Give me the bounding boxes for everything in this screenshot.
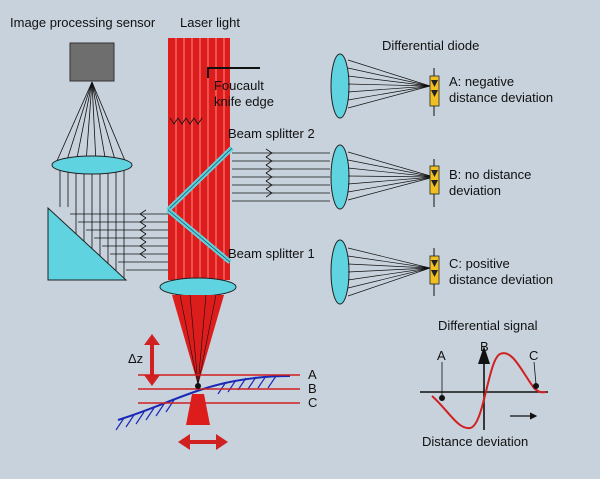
delta-z-arrow bbox=[144, 334, 160, 386]
label-signal-axis: Distance deviation bbox=[422, 434, 528, 449]
sensor-lens bbox=[51, 155, 133, 175]
delta-z-label: Δz bbox=[128, 351, 143, 366]
focus-lines bbox=[138, 374, 300, 404]
diode-lens-a bbox=[330, 53, 350, 119]
deflection-prism bbox=[47, 206, 128, 281]
sensor-ray-fan bbox=[55, 81, 127, 164]
label-diode-b-2: deviation bbox=[449, 183, 501, 198]
signal-point-a bbox=[439, 395, 445, 401]
label-diode-c-2: distance deviation bbox=[449, 272, 553, 287]
lateral-motion-arrow bbox=[178, 434, 228, 450]
diode-lens-c bbox=[330, 239, 350, 305]
prism-horizontal-rays bbox=[70, 213, 168, 271]
splitter-ray-arrows bbox=[265, 148, 273, 198]
label-signal-a: A bbox=[437, 348, 446, 363]
beam-splitter-2-edge bbox=[167, 147, 233, 211]
label-diode-title: Differential diode bbox=[382, 38, 479, 53]
focus-label-a: A bbox=[308, 367, 317, 382]
diode-a bbox=[429, 68, 440, 116]
label-diode-c-1: C: positive bbox=[449, 256, 510, 271]
label-foucault-2: knife edge bbox=[214, 94, 274, 109]
label-signal-b: B bbox=[480, 339, 489, 354]
splitter-horizontal-rays bbox=[232, 152, 330, 202]
diode-lens-b bbox=[330, 144, 350, 210]
knife-edge-arrows bbox=[169, 117, 203, 125]
signal-curve bbox=[431, 352, 547, 430]
diode-c bbox=[429, 248, 440, 296]
focus-label-c: C bbox=[308, 395, 317, 410]
focus-label-b: B bbox=[308, 381, 317, 396]
label-laser: Laser light bbox=[180, 15, 240, 30]
diode-b bbox=[429, 159, 440, 207]
sensor-block bbox=[69, 42, 115, 82]
foucault-knife-edge bbox=[207, 67, 260, 78]
label-foucault-1: Foucault bbox=[214, 78, 264, 93]
signal-leader-c bbox=[533, 361, 537, 385]
label-signal-c: C bbox=[529, 348, 538, 363]
label-diode-a-1: A: negative bbox=[449, 74, 514, 89]
object-surface bbox=[115, 375, 291, 431]
focus-point bbox=[195, 383, 201, 389]
label-diode-a-2: distance deviation bbox=[449, 90, 553, 105]
label-diode-b-1: B: no distance bbox=[449, 167, 531, 182]
label-sensor: Image processing sensor bbox=[10, 15, 156, 30]
label-signal-title: Differential signal bbox=[438, 318, 538, 333]
label-splitter-2: Beam splitter 2 bbox=[228, 126, 315, 141]
prism-ray-arrows bbox=[139, 209, 147, 259]
diode-fans bbox=[347, 59, 435, 297]
signal-point-c bbox=[533, 383, 539, 389]
beam-splitter-1-edge bbox=[167, 209, 231, 263]
objective-lens bbox=[159, 277, 237, 297]
focus-rays bbox=[179, 294, 217, 386]
signal-y-arrow bbox=[478, 346, 490, 364]
label-splitter-1: Beam splitter 1 bbox=[228, 246, 315, 261]
focus-cone bbox=[172, 295, 224, 385]
focus-cone-lower bbox=[186, 394, 210, 425]
